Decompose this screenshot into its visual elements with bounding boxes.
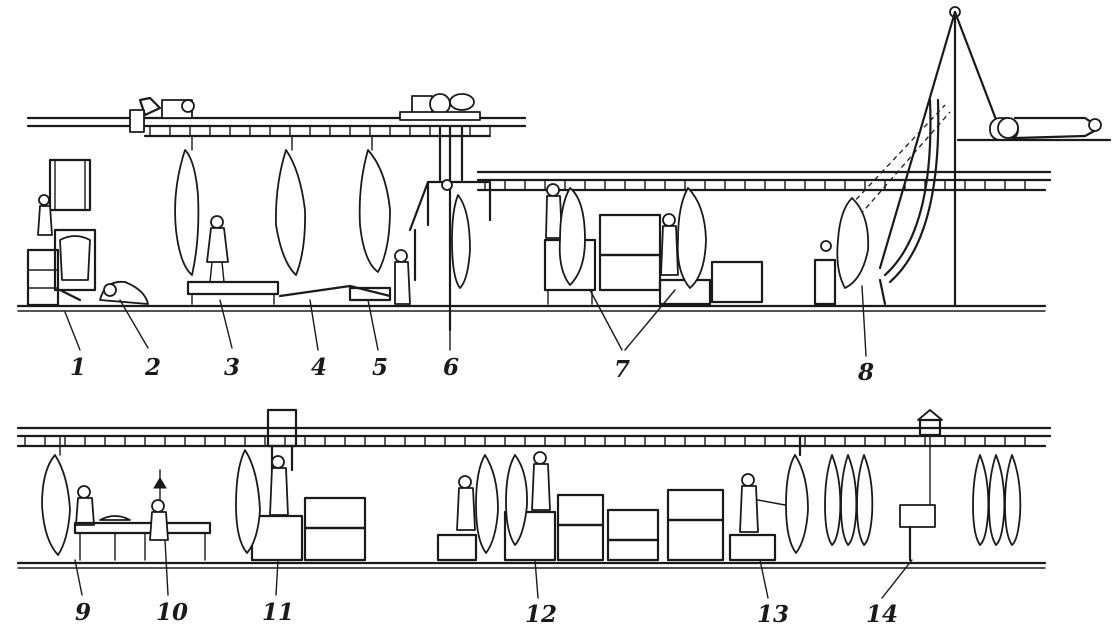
evisceration-station	[41, 435, 95, 556]
label-1: 1	[70, 354, 86, 381]
inspection-table	[73, 469, 212, 561]
label-11: 11	[262, 599, 294, 626]
label-8: 8	[857, 359, 874, 386]
rail-drive-unit-right	[399, 93, 481, 121]
blood-collection-trough	[278, 284, 392, 302]
rail-drive-unit-left	[129, 96, 195, 133]
label-14: 14	[866, 601, 898, 628]
processing-platform	[543, 183, 662, 305]
processing-platform	[658, 187, 764, 306]
weighing-scale	[899, 409, 943, 562]
lower-floor	[16, 561, 1047, 569]
bleeding-trough	[186, 215, 280, 305]
finished-carcass-group-right	[972, 454, 1022, 546]
label-12: 12	[525, 601, 557, 628]
upper-floor	[16, 304, 1047, 312]
hanging-carcass	[358, 135, 391, 273]
washing-station	[728, 434, 809, 562]
label-13: 13	[757, 601, 789, 628]
finished-carcass-group-left	[824, 454, 874, 546]
hanging-carcass	[174, 135, 200, 276]
stunning-pen	[26, 158, 97, 307]
lower-leader-lines	[74, 539, 913, 599]
label-7: 7	[614, 356, 630, 383]
label-4: 4	[311, 354, 327, 381]
label-6: 6	[443, 354, 459, 381]
label-9: 9	[75, 599, 91, 626]
upper-labels: 1 2 3 4 5 6 7 8	[70, 354, 874, 386]
trimming-platform	[436, 451, 725, 562]
label-3: 3	[224, 354, 240, 381]
transfer-platform	[394, 124, 492, 332]
upper-overhead-rail-left	[26, 116, 527, 138]
upper-processing-line: 1 2 3 4 5 6 7 8	[16, 6, 1112, 386]
hanging-carcass	[275, 135, 306, 276]
lower-processing-line: 9 10 11 12 13 14	[16, 408, 1052, 628]
label-10: 10	[156, 599, 188, 626]
label-5: 5	[372, 354, 388, 381]
upper-leader-lines	[64, 285, 867, 357]
upper-overhead-rail-right	[476, 170, 1052, 192]
stunned-animal	[99, 280, 149, 305]
carcass-lift-elevator	[813, 6, 1112, 308]
lower-labels: 9 10 11 12 13 14	[75, 599, 898, 628]
label-2: 2	[144, 354, 161, 381]
lower-overhead-rail	[16, 426, 1052, 448]
splitting-platform	[235, 408, 367, 562]
